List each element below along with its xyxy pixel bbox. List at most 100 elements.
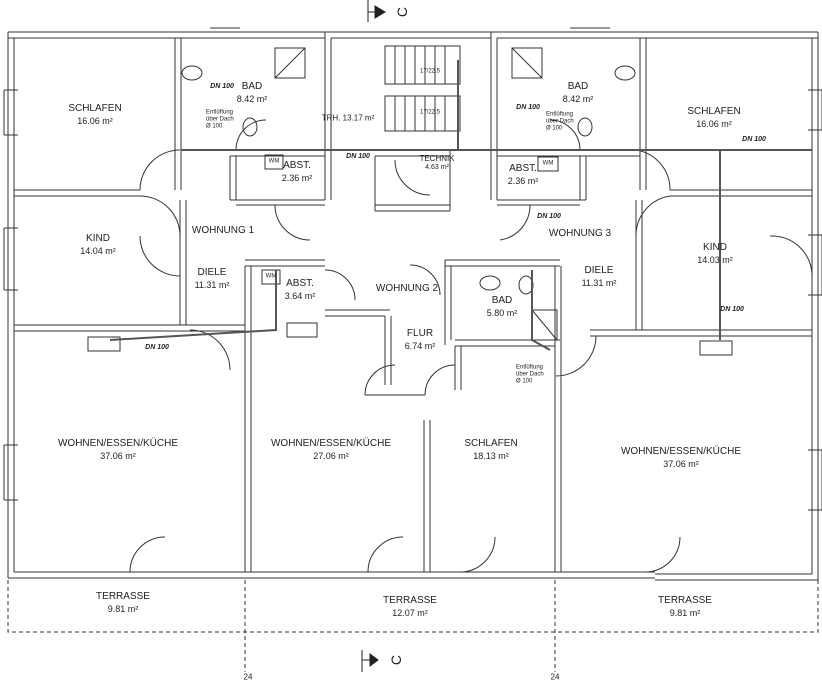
room-area: 11.31 m²: [581, 278, 617, 288]
room-schlafen-left: SCHLAFEN 16.06 m²: [68, 103, 121, 127]
room-area: 18.13 m²: [473, 451, 509, 461]
room-name: TRH.: [321, 113, 341, 123]
sink: [87, 336, 121, 352]
partition: [590, 329, 812, 337]
room-name: TERRASSE: [658, 595, 712, 606]
grid-axis-right: 24: [550, 672, 560, 682]
partition: [455, 339, 560, 347]
room-area: 4.63 m²: [425, 164, 449, 171]
section-arrow: [361, 650, 379, 672]
stair-steps-lower: 17/22.5: [419, 109, 441, 116]
pipe-label: DN 100: [346, 153, 370, 160]
room-treppenhaus: TRH. 13.17 m²: [322, 114, 374, 123]
terrace-outline: [7, 580, 819, 633]
pipe-label: DN 100: [720, 306, 744, 313]
partition: [497, 199, 586, 206]
stair: [384, 95, 461, 132]
terrace-mid: TERRASSE 12.07 m²: [383, 595, 437, 619]
room-kind-left: KIND 14.04 m²: [80, 233, 116, 257]
room-area: 8.42 m²: [236, 94, 268, 104]
shower-diag: [511, 47, 543, 79]
window: [808, 449, 822, 511]
door-arc: [367, 536, 404, 573]
room-name: ABST.: [283, 160, 311, 171]
room-area: 27.06 m²: [313, 451, 349, 461]
partition: [14, 189, 140, 197]
wm-label-right: WM: [542, 160, 554, 167]
room-wek-right: WOHNEN/ESSEN/KÜCHE 37.06 m²: [621, 446, 741, 470]
room-abst-right: ABST. 2.36 m²: [508, 163, 539, 187]
window: [808, 234, 822, 296]
room-area: 6.74 m²: [404, 341, 436, 351]
room-area: 5.80 m²: [486, 308, 518, 318]
toilet: [577, 117, 593, 137]
stair-wall: [325, 31, 497, 39]
door-arc: [635, 149, 671, 191]
door-arc: [364, 364, 396, 396]
room-area: 9.81 m²: [107, 604, 139, 614]
room-wek-left: WOHNEN/ESSEN/KÜCHE 37.06 m²: [58, 438, 178, 462]
room-name: KIND: [86, 233, 110, 244]
pipe-label: DN 100: [210, 83, 234, 90]
room-name: TERRASSE: [383, 595, 437, 606]
room-schlafen-right: SCHLAFEN 16.06 m²: [687, 106, 740, 130]
vent-label-left: Entlüftung über Dach Ø 100: [206, 110, 234, 131]
room-area: 2.36 m²: [507, 176, 539, 186]
shower-diag: [274, 47, 306, 79]
partition: [635, 200, 643, 330]
room-bad-right: BAD 8.42 m²: [563, 81, 594, 105]
door-arc: [644, 536, 681, 573]
shower: [274, 47, 306, 79]
room-name: SCHLAFEN: [68, 103, 122, 114]
vent-line: Entlüftung: [516, 364, 544, 371]
partition: [230, 199, 325, 206]
sink: [699, 340, 733, 356]
room-name: WOHNEN/ESSEN/KÜCHE: [620, 446, 742, 457]
room-schlafen-mid: SCHLAFEN 18.13 m²: [464, 438, 517, 462]
door-arc: [139, 195, 181, 237]
vent-line: Ø 100: [206, 123, 223, 130]
pipe-label: DN 100: [145, 344, 169, 351]
partition: [670, 189, 812, 197]
room-area: 8.42 m²: [562, 94, 594, 104]
pipe-label: DN 100: [537, 213, 561, 220]
partition: [579, 156, 587, 200]
room-name: DIELE: [197, 267, 227, 278]
door-arc: [409, 264, 441, 296]
door-arc: [394, 159, 431, 196]
vent-duct: [109, 270, 277, 341]
room-diele-right: DIELE 11.31 m²: [582, 265, 617, 289]
room-area: 14.04 m²: [80, 246, 116, 256]
room-area: 2.36 m²: [281, 173, 313, 183]
room-name: ABST.: [509, 163, 537, 174]
outer-wall-center: [324, 32, 498, 200]
apartment-wohnung-3: WOHNUNG 3: [548, 228, 612, 239]
partition: [423, 420, 431, 572]
apartment-wohnung-2: WOHNUNG 2: [375, 283, 439, 294]
room-name: BAD: [241, 81, 263, 92]
partition: [554, 266, 562, 572]
partition: [174, 38, 182, 190]
window: [808, 89, 822, 131]
wm-label-mid: WM: [265, 273, 277, 280]
window: [3, 89, 18, 136]
outer-wall-bottom-mid: [165, 571, 655, 579]
room-name: FLUR: [406, 328, 434, 339]
room-technik: TECHNIK 4.63 m²: [419, 154, 454, 172]
room-name: BAD: [567, 81, 589, 92]
room-flur: FLUR 6.74 m²: [405, 328, 436, 352]
outer-wall-right: [497, 31, 819, 581]
room-bad-mid: BAD 5.80 m²: [487, 295, 518, 319]
shower-diag: [531, 309, 558, 341]
room-name: TERRASSE: [96, 591, 150, 602]
room-abst-left: ABST. 2.36 m²: [282, 160, 313, 184]
window: [3, 444, 18, 501]
room-name: SCHLAFEN: [687, 106, 741, 117]
wm-box: [264, 154, 284, 170]
partition: [229, 156, 237, 200]
section-marker-bottom: C: [388, 654, 404, 666]
vent-duct: [531, 270, 551, 351]
outer-wall: [7, 31, 325, 579]
room-kind-right: KIND 14.03 m²: [697, 242, 733, 266]
door-arc: [139, 149, 181, 191]
